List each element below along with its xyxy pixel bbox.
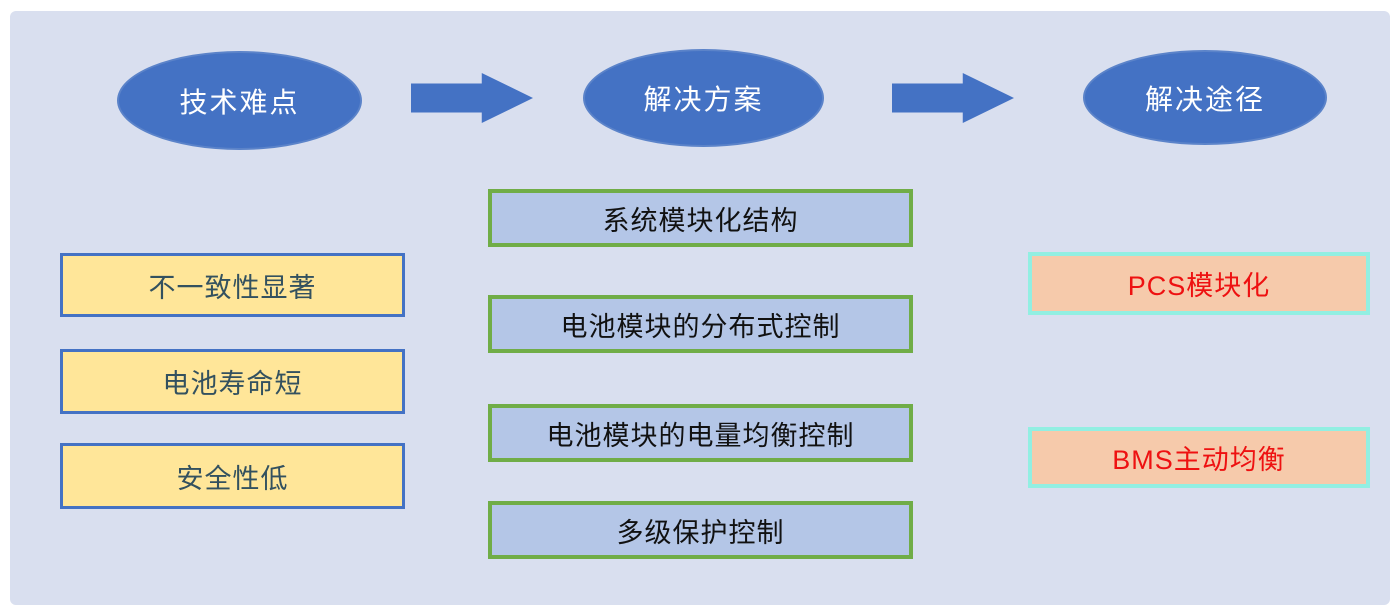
solution-label: 电池模块的电量均衡控制: [546, 420, 855, 451]
stage-label: 解决方案: [643, 85, 764, 116]
difficulty-label: 不一致性显著: [148, 272, 317, 303]
difficulty-label: 安全性低: [176, 463, 289, 494]
solution-label: 多级保护控制: [616, 517, 785, 548]
approach-label: PCS模块化: [1127, 271, 1271, 301]
difficulty-box-safety: 安全性低: [60, 443, 405, 509]
solution-label: 系统模块化结构: [602, 205, 799, 236]
solution-box-modular-structure: 系统模块化结构: [488, 189, 913, 247]
solution-box-balance-control: 电池模块的电量均衡控制: [488, 404, 913, 462]
approach-box-pcs-modular: PCS模块化: [1028, 252, 1370, 315]
difficulty-box-battery-life: 电池寿命短: [60, 349, 405, 414]
solution-label: 电池模块的分布式控制: [560, 311, 841, 342]
stage-ellipse-solution-paths: 解决途径: [1083, 50, 1327, 145]
approach-box-bms-active-balancing: BMS主动均衡: [1028, 427, 1370, 488]
stage-label: 技术难点: [179, 87, 300, 119]
solution-box-distributed-control: 电池模块的分布式控制: [488, 295, 913, 353]
approach-label: BMS主动均衡: [1112, 445, 1286, 475]
stage-ellipse-solutions: 解决方案: [583, 49, 824, 147]
stage-label: 解决途径: [1144, 84, 1265, 116]
difficulty-box-inconsistency: 不一致性显著: [60, 253, 405, 317]
difficulty-label: 电池寿命短: [162, 369, 303, 399]
stage-ellipse-technical-difficulties: 技术难点: [117, 51, 362, 150]
solution-box-protection-control: 多级保护控制: [488, 501, 913, 559]
